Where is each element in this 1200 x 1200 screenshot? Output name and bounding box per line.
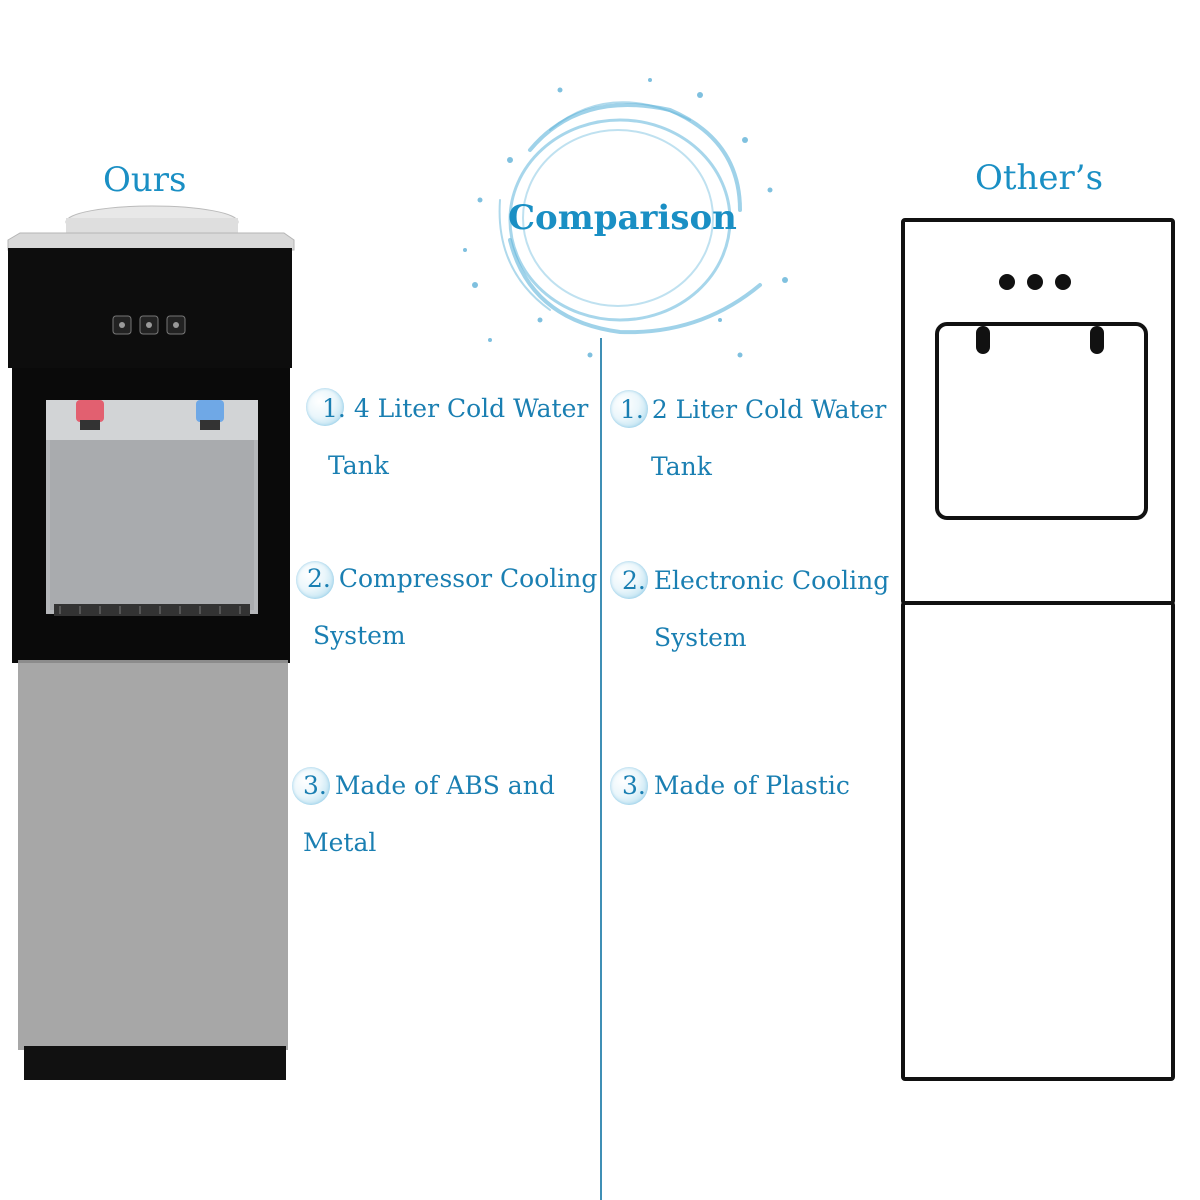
- bubble-icon: [610, 390, 648, 428]
- feature-number: 3.: [303, 771, 327, 800]
- feature-text-line2: System: [654, 623, 747, 652]
- others-button-icon: [1055, 274, 1071, 290]
- ours-feature-3: 3. Made of ABS and Metal: [303, 757, 603, 871]
- feature-number: 1.: [322, 394, 346, 423]
- others-dispense-recess: [935, 322, 1148, 520]
- others-tap-icon: [1090, 326, 1104, 354]
- feature-number: 1.: [620, 395, 644, 424]
- ours-water-dispenser-image: [7, 205, 295, 1080]
- cold-water-tap-icon: [196, 400, 224, 422]
- hot-water-tap-icon: [76, 400, 104, 422]
- ours-feature-1: 1. 4 Liter Cold Water Tank: [322, 380, 622, 494]
- feature-number: 2.: [307, 564, 331, 593]
- others-tap-icon: [976, 326, 990, 354]
- others-feature-2: 2. Electronic Cooling System: [622, 552, 922, 666]
- feature-text: 4 Liter Cold Water: [353, 394, 589, 423]
- feature-number: 2.: [622, 566, 646, 595]
- comparison-title: Comparison: [508, 198, 737, 238]
- feature-text: Compressor Cooling: [338, 564, 598, 593]
- others-button-icon: [999, 274, 1015, 290]
- feature-text: Electronic Cooling: [653, 566, 890, 595]
- feature-text: 2 Liter Cold Water: [651, 395, 887, 424]
- others-feature-1: 1. 2 Liter Cold Water Tank: [620, 381, 920, 495]
- dispenser-base: [24, 1046, 286, 1080]
- bubble-icon: [610, 561, 648, 599]
- others-heading: Other’s: [975, 158, 1104, 198]
- bubble-icon: [292, 767, 330, 805]
- bubble-icon: [296, 561, 334, 599]
- bubble-icon: [610, 767, 648, 805]
- feature-text-line2: Metal: [303, 828, 377, 857]
- bubble-icon: [306, 388, 344, 426]
- comparison-divider: [600, 338, 602, 1200]
- dispenser-lower-cabinet: [18, 660, 288, 1050]
- ours-feature-2: 2. Compressor Cooling System: [307, 550, 617, 664]
- others-feature-3: 3. Made of Plastic: [622, 757, 922, 814]
- dispenser-upper-panel: [8, 248, 292, 368]
- feature-text-line2: Tank: [328, 451, 389, 480]
- others-upper-body: [901, 218, 1175, 605]
- feature-text-line2: System: [313, 621, 406, 650]
- water-splash-ring: [463, 78, 788, 358]
- feature-text: Made of ABS and: [334, 771, 555, 800]
- others-button-icon: [1027, 274, 1043, 290]
- feature-number: 3.: [622, 771, 646, 800]
- feature-text-line2: Tank: [651, 452, 712, 481]
- feature-text: Made of Plastic: [653, 771, 850, 800]
- others-lower-body: [901, 601, 1175, 1081]
- drip-tray: [54, 604, 250, 616]
- ours-heading: Ours: [103, 160, 187, 200]
